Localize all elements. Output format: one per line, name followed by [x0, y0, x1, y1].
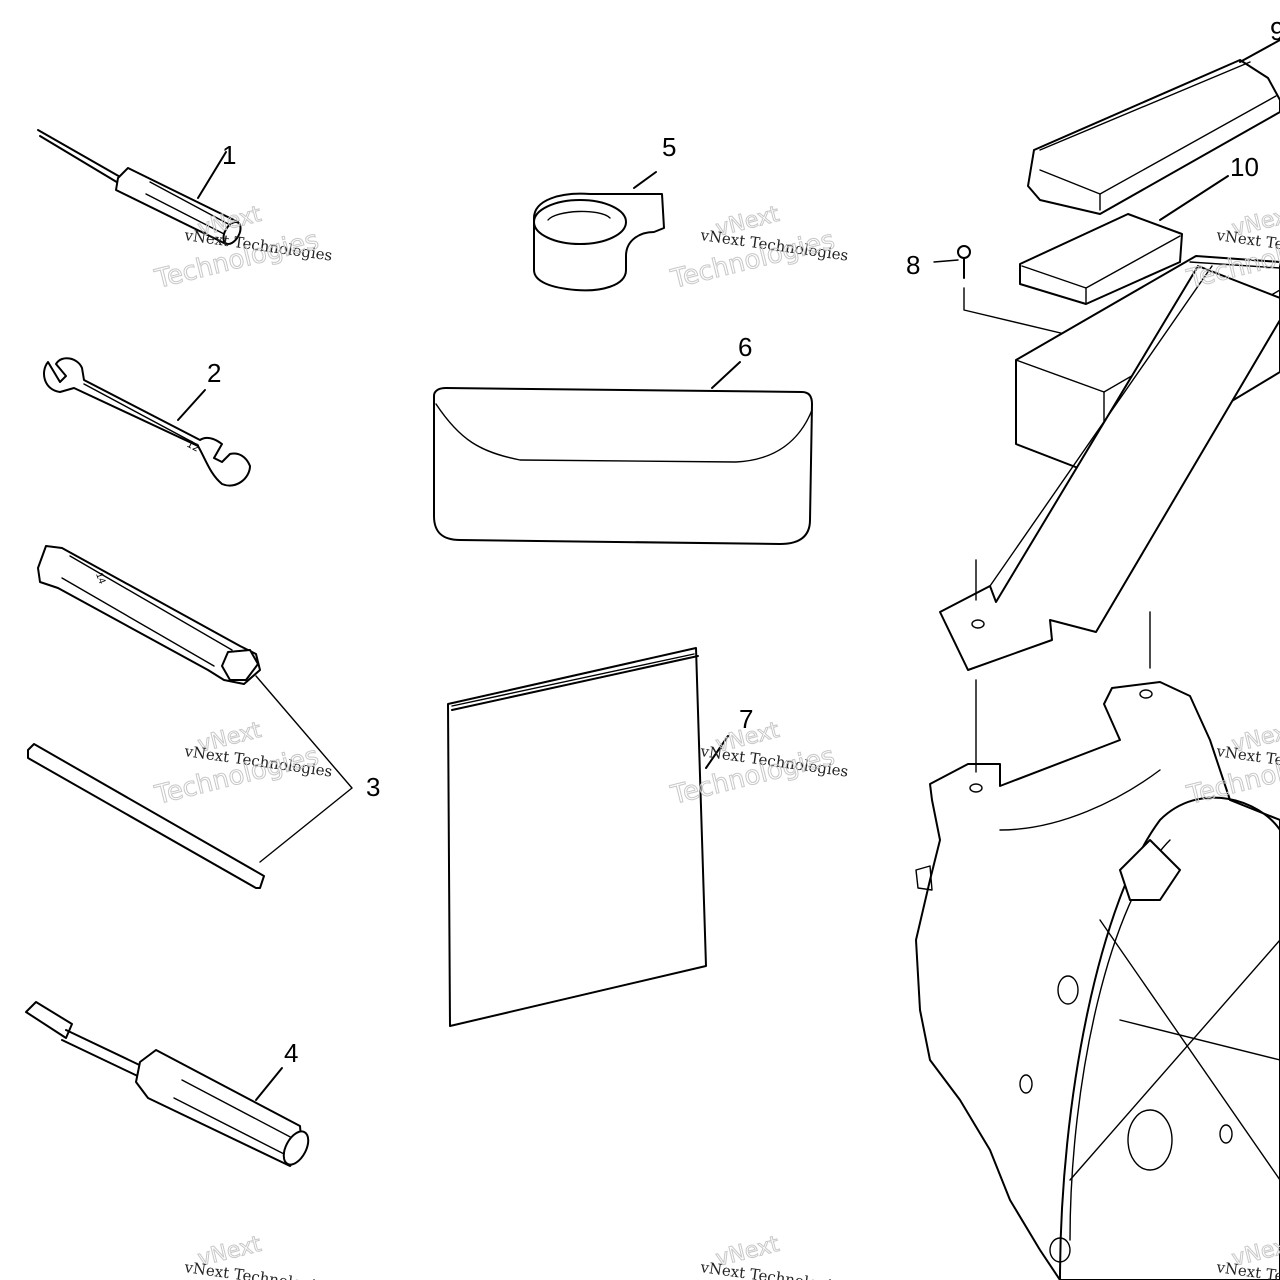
callout-5: 5: [662, 132, 676, 162]
callout-2: 2: [207, 358, 221, 388]
tool-pouch: [433, 361, 813, 545]
box-wrench: 14: [37, 545, 261, 685]
recoil-housing: [915, 679, 1280, 1280]
foam-pad: [1019, 175, 1229, 305]
toolbox-lid: [1027, 39, 1280, 215]
callout-3: 3: [366, 772, 380, 802]
watermark-top-center: vNext vNext Technologies Technologies: [667, 201, 850, 295]
callout-6: 6: [738, 332, 752, 362]
callout-9: 9: [1270, 16, 1280, 46]
wrench-mark-12: 12: [185, 439, 201, 455]
watermark-bottom-left: vNext vNext Technologies: [182, 1231, 333, 1280]
leader-3: [255, 675, 353, 863]
callout-10: 10: [1230, 152, 1259, 182]
svg-text:vNext Technologies: vNext Technologies: [698, 1258, 849, 1280]
wrench: 12: [43, 357, 251, 487]
owner-manual: [447, 647, 729, 1027]
callout-8: 8: [906, 250, 920, 280]
svg-text:vNext Technologies: vNext Technologies: [182, 1258, 333, 1280]
callout-4: 4: [284, 1038, 298, 1068]
callout-1: 1: [222, 140, 236, 170]
box-wrench-mark-14: 14: [93, 571, 107, 586]
socket-screwdriver: [25, 1001, 310, 1167]
screwdriver-small: [37, 129, 242, 245]
tape-roll: [533, 171, 665, 292]
tommy-bar: [27, 743, 265, 889]
bracket: [939, 265, 1280, 671]
screw: [933, 245, 1091, 341]
callout-7: 7: [739, 704, 753, 734]
watermark-mid-left: vNext vNext Technologies Technologies: [151, 717, 334, 811]
watermark-bottom-center: vNext vNext Technologies: [698, 1231, 849, 1280]
